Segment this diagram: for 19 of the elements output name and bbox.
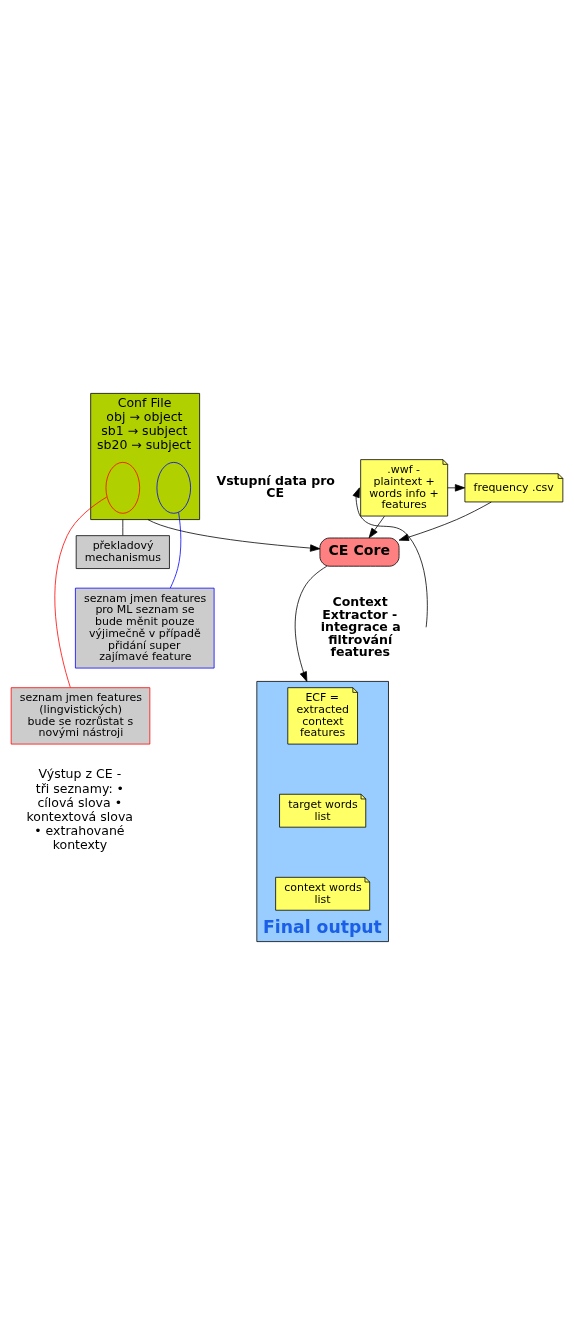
node-box: seznam jmen features (lingvistických) bude se rozrůstat s novými nástroji bbox=[10, 686, 151, 744]
arrow bbox=[368, 515, 385, 538]
label: Výstup z CE - tři seznamy: • cílová slova • kontextová slova • extrahované kontexty bbox=[26, 765, 133, 852]
arrow bbox=[352, 486, 428, 628]
node-label: Context Extractor - integrace a filtrování features bbox=[320, 593, 401, 659]
connector bbox=[54, 496, 108, 688]
cluster: Conf File obj → object sb1 → subject sb20 → subject bbox=[90, 392, 200, 520]
node-box: překladový mechanismus bbox=[75, 534, 170, 569]
arrow bbox=[147, 518, 321, 552]
arrow bbox=[447, 483, 466, 491]
node-ellipse bbox=[105, 461, 141, 514]
connector bbox=[122, 518, 124, 536]
connector bbox=[169, 511, 182, 588]
node-box: seznam jmen features pro ML seznam se bude měnit pouze výjimečně v případě přidání super zajímavé feature bbox=[75, 587, 215, 668]
arrow bbox=[398, 501, 492, 541]
node-label: Vstupní data pro CE bbox=[216, 472, 335, 500]
node-ellipse bbox=[156, 461, 191, 514]
node-box: CE Core bbox=[319, 537, 400, 567]
arrow bbox=[294, 565, 328, 682]
